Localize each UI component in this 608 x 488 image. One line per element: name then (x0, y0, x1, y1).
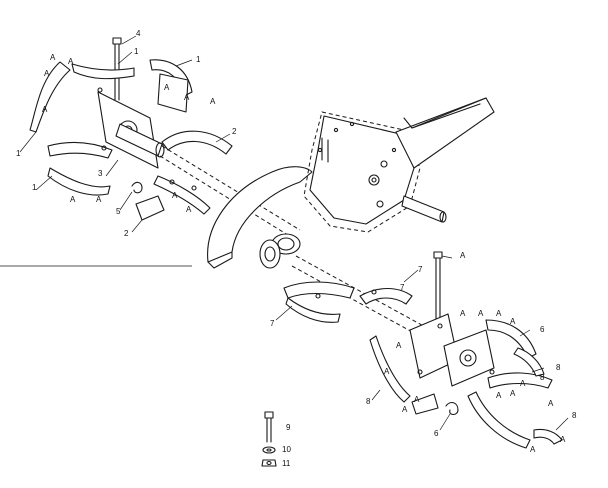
part-number-8: 8 (572, 411, 577, 420)
callout-a: A (478, 309, 484, 318)
callout-a: A (50, 53, 56, 62)
part-number-1: 1 (32, 183, 37, 192)
callout-a: A (560, 435, 566, 444)
part-number-7: 7 (418, 265, 423, 274)
part-number-11: 11 (282, 459, 291, 468)
callout-a: A (510, 389, 516, 398)
part-number-10: 10 (282, 445, 291, 454)
callout-a: A (172, 191, 178, 200)
callout-a: A (164, 83, 170, 92)
callout-a: A (402, 405, 408, 414)
part-number-8: 8 (556, 363, 561, 372)
callout-a: A (530, 445, 536, 454)
callout-a: A (42, 105, 48, 114)
callout-a: A (184, 93, 190, 102)
left-tine-hub-assembly (29, 37, 301, 241)
right-tine-hub-assembly (283, 251, 563, 449)
callout-a: A (44, 69, 50, 78)
part-number-6: 6 (540, 325, 545, 334)
callout-a: A (460, 251, 466, 260)
callout-a: A (384, 367, 390, 376)
part-number-8: 8 (540, 373, 545, 382)
callout-a: A (496, 391, 502, 400)
callout-a: A (96, 195, 102, 204)
part-number-6: 6 (434, 429, 439, 438)
part-number-4: 4 (136, 29, 141, 38)
callout-a: A (210, 97, 216, 106)
callout-a: A (510, 317, 516, 326)
part-number-2: 2 (232, 127, 237, 136)
part-number-1: 1 (134, 47, 139, 56)
callout-a: A (70, 195, 76, 204)
callout-a: A (496, 309, 502, 318)
callout-a: A (68, 57, 74, 66)
part-number-2: 2 (124, 229, 129, 238)
part-number-8: 8 (366, 397, 371, 406)
left-leader-lines (19, 35, 231, 233)
part-number-7: 7 (400, 283, 405, 292)
callout-a: A (186, 205, 192, 214)
right-leader-lines (275, 255, 569, 431)
callout-a: A (520, 379, 526, 388)
part-number-1: 1 (196, 55, 201, 64)
callout-a: A (460, 309, 466, 318)
part-number-9: 9 (286, 423, 291, 432)
part-number-7: 7 (270, 319, 275, 328)
hardware-bolt-washer-nut (261, 411, 277, 467)
callout-a: A (548, 399, 554, 408)
part-number-1: 1 (16, 149, 21, 158)
part-number-3: 3 (98, 169, 103, 178)
callout-a: A (396, 341, 402, 350)
callout-a: A (414, 395, 420, 404)
part-number-5: 5 (116, 207, 121, 216)
transmission-housing (207, 97, 495, 357)
